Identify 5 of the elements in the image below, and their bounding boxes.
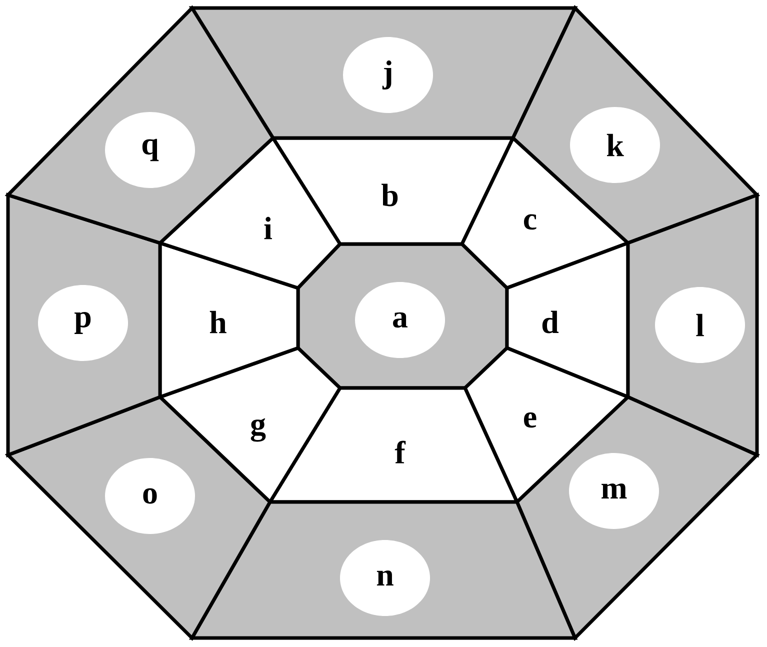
- node-label: k: [606, 134, 624, 156]
- node-label: o: [143, 488, 157, 504]
- node-label: l: [696, 314, 704, 336]
- node-label: n: [376, 570, 394, 586]
- node-label: m: [602, 483, 627, 499]
